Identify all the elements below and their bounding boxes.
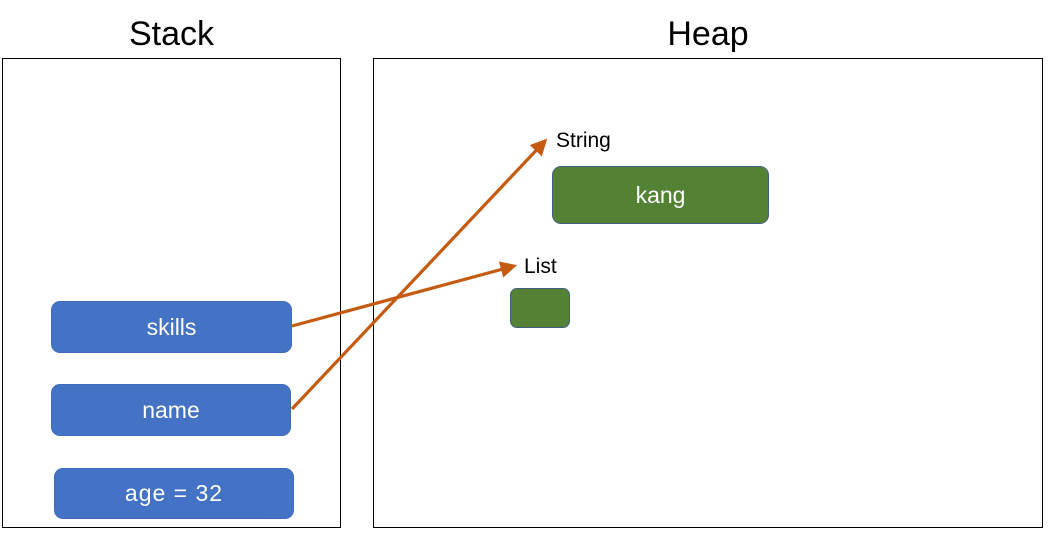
- heap-object-label-list: List: [524, 255, 557, 278]
- stack-variable-skills[interactable]: skills: [51, 301, 292, 353]
- stack-variable-name[interactable]: name: [51, 384, 291, 436]
- stack-region-title: Stack: [128, 15, 215, 53]
- heap-object-string[interactable]: kang: [552, 166, 769, 224]
- heap-region-box: [373, 58, 1043, 528]
- heap-object-list[interactable]: [510, 288, 570, 328]
- stack-variable-age[interactable]: age = 32: [54, 468, 294, 519]
- stack-region-box: [2, 58, 341, 528]
- heap-region-title: Heap: [667, 15, 749, 53]
- heap-object-label-string: String: [556, 129, 611, 152]
